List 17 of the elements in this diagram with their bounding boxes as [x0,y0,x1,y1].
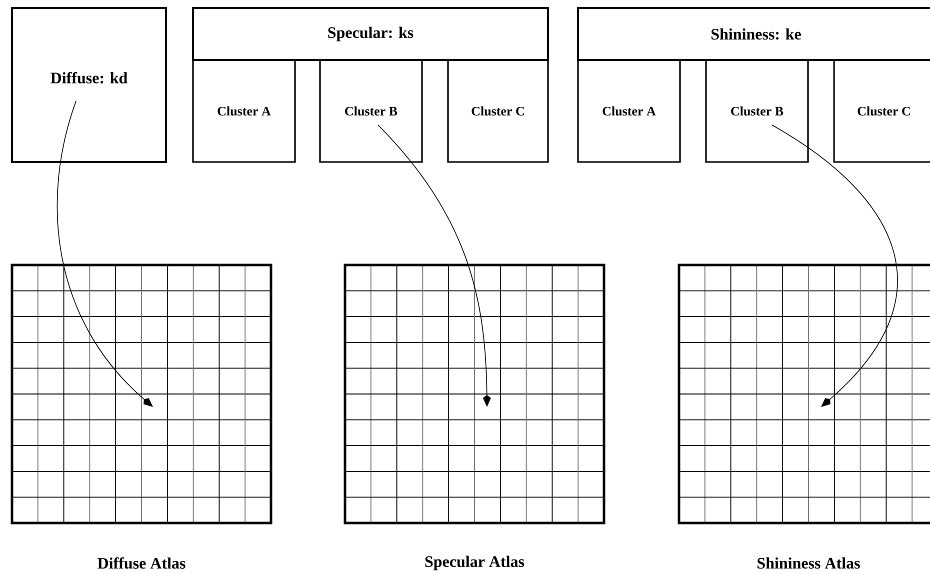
arrow [772,124,898,407]
atlas-label: Shininess Atlas [758,557,860,569]
cluster-box: Cluster B [319,59,423,163]
header-box: Shininess: ke [577,7,930,61]
cluster-box: Cluster A [192,59,296,163]
arrow [56,100,153,407]
header-box: Specular: ks [192,7,549,61]
cluster-box: Cluster B [705,59,809,163]
process-box: Diffuse: kd [11,7,167,163]
grid-drawing [678,264,930,524]
grid-drawing [10,264,272,524]
atlas-label: Diffuse Atlas [98,557,186,569]
cluster-box: Cluster C [447,59,549,163]
grid-drawing [344,264,606,524]
atlas-label: Specular Atlas [425,556,524,570]
cluster-box: Cluster A [577,59,681,163]
cluster-box: Cluster C [833,59,930,163]
